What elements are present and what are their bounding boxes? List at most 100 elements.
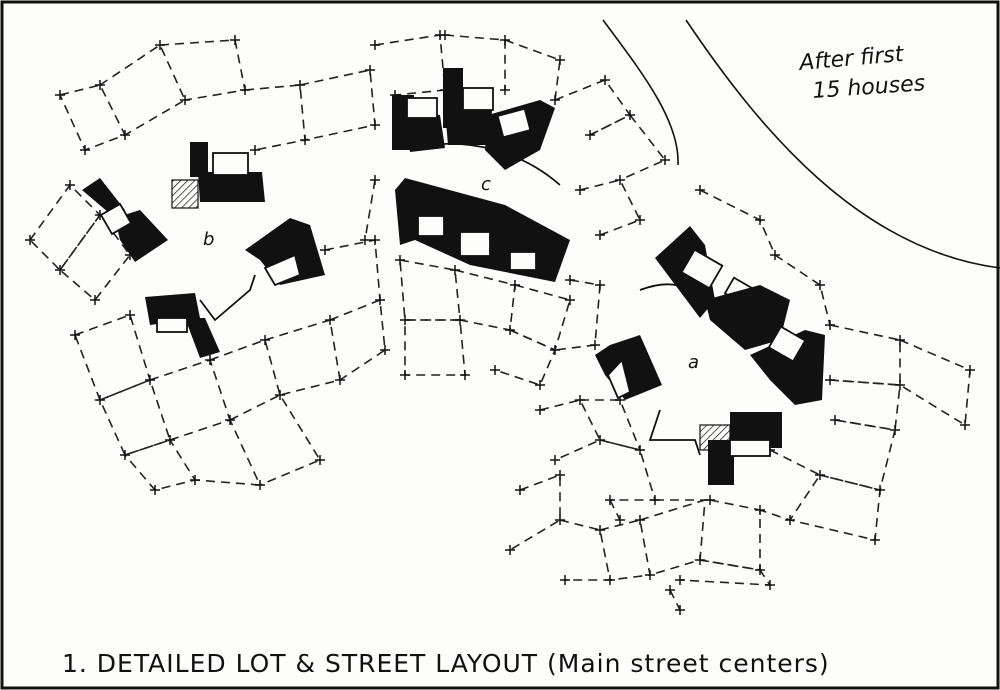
lot-corner-tick — [550, 455, 560, 465]
lot-corner-tick — [895, 380, 905, 390]
lot-corner-tick — [550, 345, 560, 355]
lot-corner-tick — [320, 245, 330, 255]
lot-corner-tick — [555, 55, 565, 65]
lot-corner-tick — [615, 515, 625, 525]
lot-corner-tick — [400, 315, 410, 325]
lot-corner-tick — [605, 575, 615, 585]
lot-corner-tick — [300, 135, 310, 145]
lot-corner-tick — [500, 35, 510, 45]
lot-corner-tick — [230, 35, 240, 45]
lot-corner-tick — [635, 515, 645, 525]
lot-corner-tick — [370, 235, 380, 245]
lot-corner-tick — [165, 435, 175, 445]
lot-corner-tick — [150, 485, 160, 495]
lot-corner-tick — [695, 555, 705, 565]
lot-corner-tick — [225, 415, 235, 425]
lot-corner-tick — [190, 475, 200, 485]
main-road — [602, 19, 1000, 269]
lot-corner-tick — [605, 495, 615, 505]
lot-corner-tick — [585, 130, 595, 140]
house-cluster-b — [82, 142, 325, 358]
house-cluster-a — [595, 226, 825, 485]
lot-corner-tick — [635, 445, 645, 455]
lot-corner-tick — [645, 570, 655, 580]
lot-corner-tick — [625, 110, 635, 120]
lot-corner-tick — [895, 335, 905, 345]
lot-corner-tick — [120, 450, 130, 460]
lot-corner-tick — [600, 75, 610, 85]
lot-corner-tick — [510, 280, 520, 290]
lot-corner-tick — [250, 145, 260, 155]
lot-corner-tick — [890, 425, 900, 435]
lot-corner-tick — [695, 185, 705, 195]
lot-corner-tick — [180, 95, 190, 105]
lot-corner-tick — [565, 275, 575, 285]
lot-corner-tick — [295, 80, 305, 90]
lot-corner-tick — [365, 65, 375, 75]
lot-corner-tick — [460, 370, 470, 380]
lot-corner-tick — [25, 235, 35, 245]
lot-corner-tick — [490, 365, 500, 375]
lot-corner-tick — [595, 525, 605, 535]
lot-corner-tick — [650, 495, 660, 505]
lot-corner-tick — [635, 215, 645, 225]
lot-corner-tick — [565, 295, 575, 305]
lot-corner-tick — [335, 375, 345, 385]
lot-corner-tick — [500, 85, 510, 95]
lot-corner-tick — [815, 470, 825, 480]
lot-corner-tick — [755, 215, 765, 225]
lot-corner-tick — [960, 420, 970, 430]
lot-corner-tick — [55, 265, 65, 275]
drawing-caption: 1. DETAILED LOT & STREET LAYOUT (Main st… — [62, 649, 830, 678]
lot-corner-tick — [705, 495, 715, 505]
lot-corner-tick — [965, 365, 975, 375]
lot-corner-tick — [450, 265, 460, 275]
lot-corner-tick — [550, 95, 560, 105]
lot-corner-tick — [55, 90, 65, 100]
lot-corner-tick — [440, 30, 450, 40]
lot-corner-tick — [360, 235, 370, 245]
note-line-2: 15 houses — [812, 71, 926, 104]
plaza-label-c: c — [481, 174, 491, 195]
plaza-label-b: b — [203, 229, 214, 250]
lot-corner-tick — [875, 485, 885, 495]
lot-corner-tick — [120, 130, 130, 140]
note-line-1: After first — [796, 42, 905, 76]
lot-corner-tick — [785, 515, 795, 525]
lot-corner-tick — [370, 40, 380, 50]
lot-corner-tick — [575, 185, 585, 195]
lot-corner-tick — [765, 580, 775, 590]
lot-corner-tick — [375, 295, 385, 305]
lot-corner-tick — [870, 535, 880, 545]
lot-corner-tick — [370, 120, 380, 130]
lot-corner-tick — [615, 175, 625, 185]
lot-corner-tick — [555, 515, 565, 525]
lot-corner-tick — [240, 85, 250, 95]
lot-corner-tick — [315, 455, 325, 465]
lot-corner-tick — [275, 390, 285, 400]
lot-corner-tick — [90, 295, 100, 305]
lot-corner-tick — [455, 315, 465, 325]
lot-corner-tick — [675, 575, 685, 585]
lot-corner-tick — [770, 250, 780, 260]
lot-corner-tick — [95, 395, 105, 405]
lot-corner-tick — [675, 605, 685, 615]
lot-corner-tick — [595, 230, 605, 240]
lot-corner-tick — [400, 370, 410, 380]
lot-corner-tick — [70, 330, 80, 340]
lot-corner-tick — [205, 355, 215, 365]
lot-corner-tick — [755, 505, 765, 515]
lot-corner-tick — [660, 155, 670, 165]
lot-corner-tick — [505, 325, 515, 335]
lot-corner-tick — [380, 345, 390, 355]
lot-corner-tick — [665, 585, 675, 595]
lot-corner-tick — [590, 340, 600, 350]
lot-corner-tick — [95, 80, 105, 90]
lot-corner-tick — [560, 575, 570, 585]
lot-corner-tick — [255, 480, 265, 490]
lot-corner-tick — [370, 175, 380, 185]
lot-corner-tick — [125, 310, 135, 320]
plaza-label-a: a — [688, 352, 699, 373]
